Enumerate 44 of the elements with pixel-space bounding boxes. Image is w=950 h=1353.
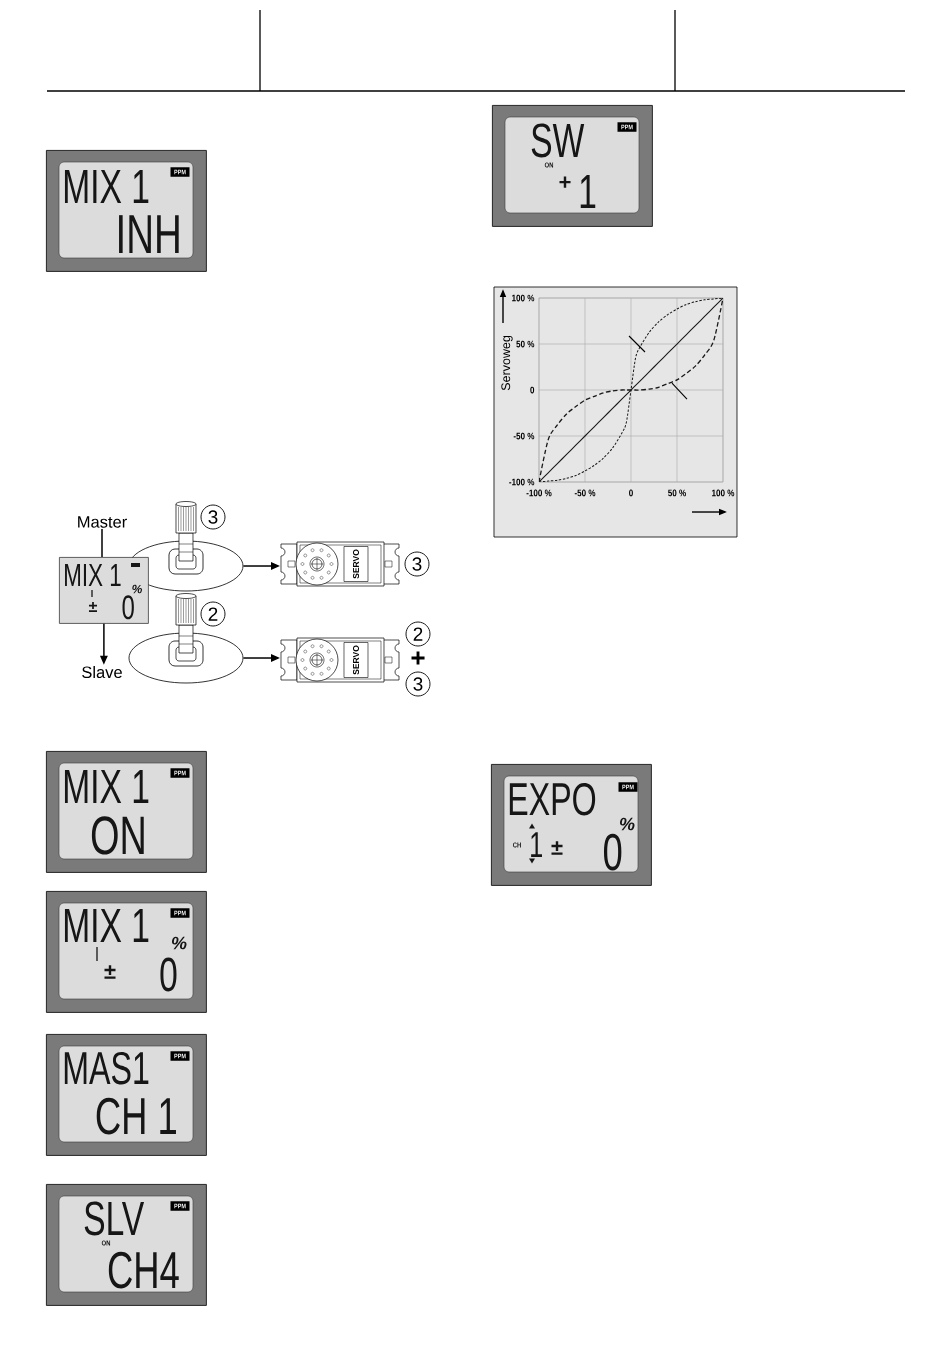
display-text: CH4 bbox=[108, 1251, 179, 1289]
display-text: CH 1 bbox=[96, 1097, 176, 1135]
display-text: MIX 1 bbox=[64, 770, 149, 803]
display-text: % bbox=[620, 817, 635, 831]
y-axis-title: Servoweg bbox=[501, 335, 513, 391]
x-tick-label: 50 % bbox=[668, 489, 686, 497]
role-label: Master bbox=[78, 516, 127, 528]
circled-number: 3 bbox=[405, 671, 431, 697]
display-text: MAS1 bbox=[64, 1051, 149, 1085]
display-text: ± bbox=[104, 965, 116, 979]
circled-number: 3 bbox=[200, 504, 226, 530]
y-tick-label: -50 % bbox=[513, 432, 535, 440]
display-text: MIX 1 bbox=[64, 170, 149, 203]
display-text: 0 bbox=[122, 595, 134, 620]
display-text: MIX 1 bbox=[65, 564, 121, 586]
display-text: ± bbox=[551, 841, 563, 855]
x-tick-label: 100 % bbox=[712, 489, 735, 497]
role-label: Slave bbox=[82, 665, 122, 679]
display-text: + bbox=[559, 176, 571, 188]
display-text: 0 bbox=[160, 957, 177, 992]
y-tick-label: 50 % bbox=[516, 340, 535, 348]
display-text: MIX 1 bbox=[64, 909, 149, 942]
display-text: ± bbox=[89, 602, 97, 612]
circled-number: 3 bbox=[404, 551, 430, 577]
display-text: EXPO bbox=[509, 782, 596, 816]
y-tick-label: 0 bbox=[530, 386, 535, 394]
display-text: 0 bbox=[604, 833, 622, 871]
display-text: % bbox=[132, 584, 142, 594]
circled-number: 2 bbox=[200, 601, 226, 627]
display-text: SLV bbox=[84, 1201, 145, 1236]
x-tick-label: 0 bbox=[629, 489, 633, 497]
plus-sign: + bbox=[411, 651, 425, 665]
display-text: ON bbox=[91, 816, 144, 855]
y-tick-label: 100 % bbox=[512, 294, 535, 302]
y-tick-label: -100 % bbox=[509, 478, 535, 486]
display-text: % bbox=[172, 936, 187, 950]
display-text: 1 bbox=[531, 832, 542, 857]
display-text: INH bbox=[119, 215, 179, 253]
circled-number: 2 bbox=[405, 621, 431, 647]
connector-line bbox=[101, 528, 103, 558]
x-tick-label: -50 % bbox=[574, 489, 596, 497]
display-text: 1 bbox=[580, 175, 596, 208]
x-tick-label: -100 % bbox=[526, 489, 552, 497]
display-text: SW bbox=[531, 123, 585, 158]
